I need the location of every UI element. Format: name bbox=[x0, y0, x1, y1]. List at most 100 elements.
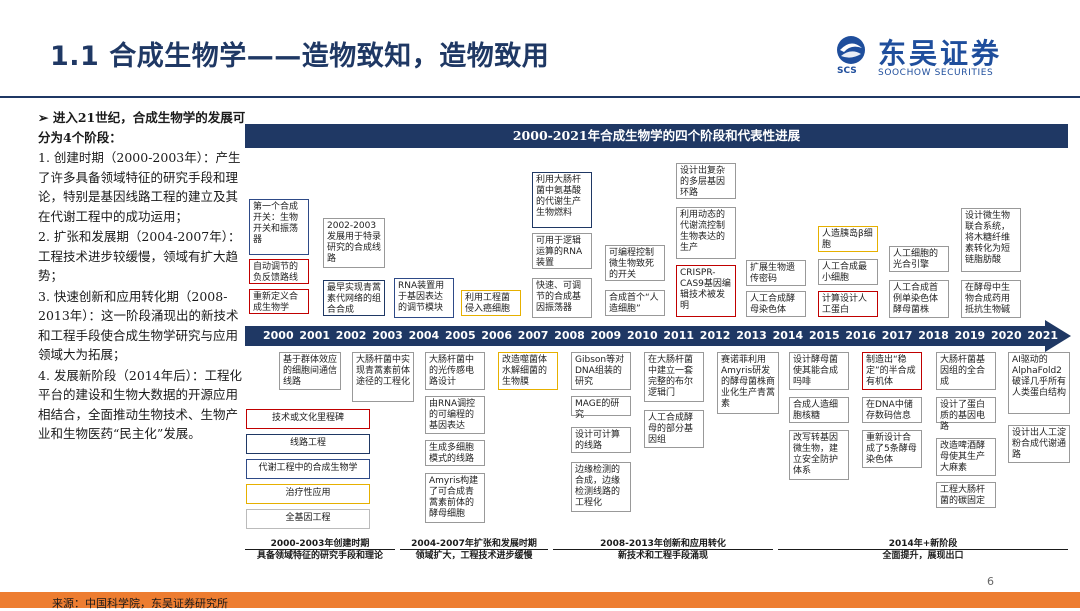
year-label: 2000 bbox=[263, 329, 294, 342]
milestone-bottom: 大肠杆菌基因组的全合成 bbox=[936, 352, 996, 390]
year-label: 2005 bbox=[445, 329, 476, 342]
year-label: 2003 bbox=[372, 329, 403, 342]
milestone-bottom: 重新设计合成了5条酵母染色体 bbox=[862, 430, 922, 468]
milestone-bottom: 改造啤酒酵母使其生产大麻素 bbox=[936, 438, 996, 476]
year-label: 2020 bbox=[991, 329, 1022, 342]
year-label: 2010 bbox=[627, 329, 658, 342]
company-logo: SCS 东吴证券 SOOCHOW SECURITIES bbox=[832, 34, 1032, 84]
milestone-bottom: AI驱动的AlphaFold2破译几乎所有人类蛋白结构 bbox=[1008, 352, 1070, 414]
milestone-top: 最早实现青蒿素代网络的组合合成 bbox=[323, 280, 385, 316]
milestone-top: 利用动态的代谢流控制生物表达的生产 bbox=[676, 207, 736, 259]
milestone-bottom: Amyris构建了可合成青蒿素前体的酵母细胞 bbox=[425, 473, 485, 523]
legend-item-therapeutic: 治疗性应用 bbox=[246, 484, 370, 504]
year-label: 2011 bbox=[663, 329, 695, 342]
milestone-bottom: 工程大肠杆菌的碳固定 bbox=[936, 482, 996, 508]
footer-bar bbox=[0, 592, 1080, 608]
milestone-top: 在酵母中生物合成药用抵抗生物碱 bbox=[961, 280, 1021, 318]
year-label: 2018 bbox=[918, 329, 949, 342]
legend-item-circuit: 线路工程 bbox=[246, 434, 370, 454]
milestone-top: CRISPR-CAS9基因编辑技术被发明 bbox=[676, 265, 736, 317]
phase-label: 2014年+新阶段 全面提升，展现出口 bbox=[882, 539, 964, 561]
year-label: 2015 bbox=[809, 329, 840, 342]
timeline-arrow-icon bbox=[1045, 320, 1071, 352]
milestone-bottom: MAGE的研究 bbox=[571, 396, 631, 420]
logo-cn-text: 东吴证券 bbox=[878, 37, 1003, 70]
year-label: 2008 bbox=[554, 329, 585, 342]
legend-item-milestone: 技术或文化里程碑 bbox=[246, 409, 370, 429]
stage-description: ➢ 进入21世纪，合成生物学的发展可分为4个阶段： 1. 创建时期（2000-2… bbox=[38, 108, 246, 444]
milestone-bottom: 改写转基因微生物，建立安全防护体系 bbox=[789, 430, 849, 480]
year-label: 2006 bbox=[481, 329, 513, 342]
year-label: 2002 bbox=[335, 329, 367, 342]
phase-line bbox=[553, 549, 773, 550]
year-label: 2007 bbox=[517, 329, 549, 342]
year-label: 2009 bbox=[590, 329, 622, 342]
year-label: 2017 bbox=[881, 329, 913, 342]
milestone-top: RNA装置用于基因表达的调节模块 bbox=[394, 278, 454, 318]
milestone-bottom: 生成多细胞模式的线路 bbox=[425, 440, 485, 466]
year-label: 2012 bbox=[699, 329, 731, 342]
milestone-bottom: 合成人造细胞核糖 bbox=[789, 397, 849, 423]
milestone-top: 人工细胞的光合引擎 bbox=[889, 246, 949, 272]
milestone-top: 设计微生物联合系统，将木糖纤维素转化为短链脂肪酸 bbox=[961, 208, 1021, 272]
milestone-bottom: 设计出人工淀粉合成代谢通路 bbox=[1008, 425, 1070, 463]
milestone-bottom: 在DNA中储存数码信息 bbox=[862, 397, 922, 423]
stage-intro: ➢ 进入21世纪，合成生物学的发展可分为4个阶段： bbox=[38, 110, 246, 145]
milestone-bottom: 设计酵母菌使其能合成吗啡 bbox=[789, 352, 849, 390]
milestone-bottom: 设计可计算的线路 bbox=[571, 427, 631, 453]
milestone-top: 计算设计人工蛋白 bbox=[818, 291, 878, 317]
milestone-bottom: 改造噬菌体水解细菌的生物膜 bbox=[498, 352, 558, 390]
page-title: 1.1 合成生物学——造物致知，造物致用 bbox=[50, 41, 550, 72]
year-label: 2001 bbox=[299, 329, 331, 342]
stage-item-1: 1. 创建时期（2000-2003年）：产生了许多具备领域特征的研究手段和理论，… bbox=[38, 150, 241, 224]
milestone-bottom: 基于群体效应的细胞间通信线路 bbox=[279, 352, 341, 390]
milestone-bottom: 制造出“稳定”的半合成有机体 bbox=[862, 352, 922, 390]
phase-line bbox=[778, 549, 1068, 550]
milestone-top: 重新定义合成生物学 bbox=[249, 289, 309, 314]
logo-en-text: SOOCHOW SECURITIES bbox=[878, 68, 994, 78]
page-number: 6 bbox=[987, 575, 994, 588]
year-label: 2019 bbox=[954, 329, 986, 342]
milestone-bottom: 由RNA调控的可编程的基因表达 bbox=[425, 396, 485, 434]
milestone-top: 2002-2003发展用于特录研究的合成线路 bbox=[323, 218, 385, 268]
milestone-top: 利用工程菌侵入癌细胞 bbox=[461, 290, 521, 316]
milestone-top: 可编程控制微生物致死的开关 bbox=[605, 245, 665, 281]
header-divider bbox=[0, 96, 1080, 98]
milestone-bottom: Gibson等对DNA组装的研究 bbox=[571, 352, 631, 390]
timeline-axis bbox=[245, 326, 1045, 346]
milestone-bottom: 设计了蛋白质的基因电路 bbox=[936, 397, 996, 432]
legend-item-genome: 全基因工程 bbox=[246, 509, 370, 529]
legend-item-metabolic: 代谢工程中的合成生物学 bbox=[246, 459, 370, 479]
phase-label: 2008-2013年创新和应用转化 新技术和工程手段涌现 bbox=[600, 539, 726, 561]
milestone-bottom: 人工合成酵母的部分基因组 bbox=[644, 410, 704, 448]
year-label: 2013 bbox=[736, 329, 767, 342]
svg-text:SCS: SCS bbox=[837, 66, 857, 74]
stage-item-3: 3. 快速创新和应用转化期（2008-2013年）：这一阶段涌现出的新技术和工程… bbox=[38, 288, 239, 363]
year-label: 2014 bbox=[772, 329, 804, 342]
milestone-bottom: 大肠杆菌中的光传感电路设计 bbox=[425, 352, 485, 390]
milestone-top: 自动调节的负反馈路线 bbox=[249, 259, 309, 284]
year-label: 2016 bbox=[845, 329, 877, 342]
milestone-top: 设计出复杂的多层基因环路 bbox=[676, 163, 736, 199]
milestone-top: 可用于逻辑运算的RNA装置 bbox=[532, 233, 592, 269]
phase-line bbox=[400, 549, 548, 550]
milestone-top: 人造胰岛β细胞 bbox=[818, 226, 878, 252]
timeline-banner: 2000-2021年合成生物学的四个阶段和代表性进展 bbox=[245, 124, 1068, 148]
milestone-top: 人工合成首例单染色体酵母菌株 bbox=[889, 280, 949, 318]
milestone-top: 利用大肠杆菌中氨基酸的代谢生产生物燃料 bbox=[532, 172, 592, 228]
phase-label: 2004-2007年扩张和发展时期 领域扩大，工程技术进步缓慢 bbox=[411, 539, 537, 561]
year-label: 2004 bbox=[408, 329, 440, 342]
milestone-top: 合成首个“人造细胞” bbox=[605, 290, 665, 316]
milestone-bottom: 边缘检测的合成，边缘检测线路的工程化 bbox=[571, 462, 631, 512]
milestone-top: 扩展生物遗传密码 bbox=[746, 260, 806, 286]
milestone-bottom: 大肠杆菌中实现青蒿素前体途径的工程化 bbox=[352, 352, 414, 402]
milestone-top: 人工合成酵母染色体 bbox=[746, 291, 806, 317]
stage-item-4: 4. 发展新阶段（2014年后）：工程化平台的建设和生物大数据的开源应用相结合，… bbox=[38, 367, 242, 442]
phase-label: 2000-2003年创建时期 具备领域特征的研究手段和理论 bbox=[256, 539, 383, 561]
phase-line bbox=[245, 549, 395, 550]
milestone-top: 人工合成最小细胞 bbox=[818, 259, 878, 285]
milestone-bottom: 赛诺菲利用Amyris研发的酵母菌株商业化生产青蒿素 bbox=[717, 352, 779, 414]
milestone-top: 快速、可调节的合成基因振荡器 bbox=[532, 278, 592, 318]
source-note: 来源：中国科学院，东吴证券研究所 bbox=[52, 597, 228, 610]
logo-mark-icon: SCS bbox=[837, 36, 865, 74]
